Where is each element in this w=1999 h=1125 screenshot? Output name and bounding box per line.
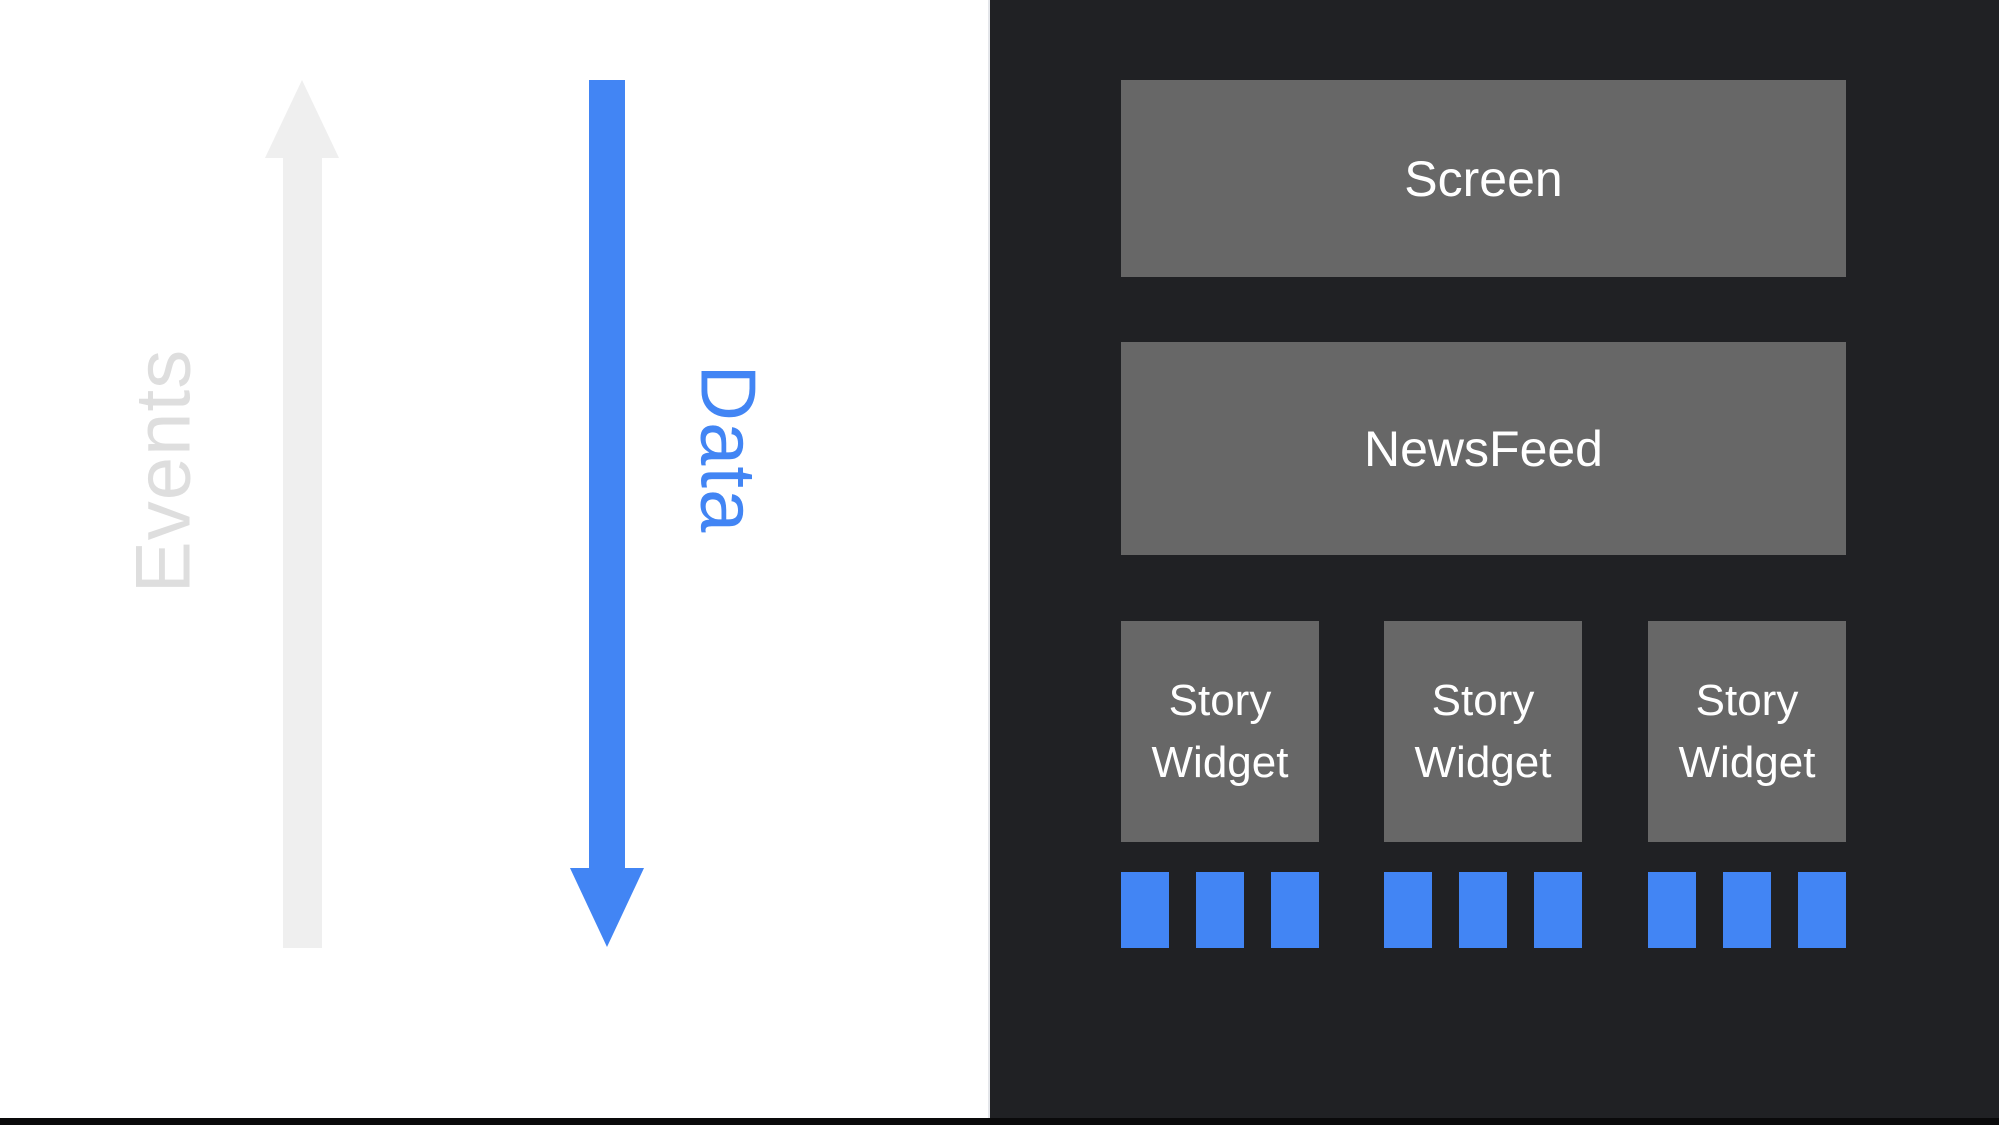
data-square: [1534, 872, 1582, 948]
widget-tree-panel: Screen NewsFeed Story Widget Story Widge…: [990, 0, 1999, 1125]
up-arrow-shaft: [283, 156, 322, 948]
story-data-squares-3: [1648, 872, 1846, 948]
data-square: [1121, 872, 1169, 948]
data-square: [1459, 872, 1507, 948]
story-widget-label: Story Widget: [1678, 675, 1816, 787]
story-widget-box-1: Story Widget: [1121, 621, 1319, 842]
story-widget-box-2: Story Widget: [1384, 621, 1582, 842]
story-data-squares-2: [1384, 872, 1582, 948]
data-square: [1271, 872, 1319, 948]
data-square: [1798, 872, 1846, 948]
events-label: Events: [118, 348, 207, 594]
data-label: Data: [684, 364, 773, 534]
story-widget-label: Story Widget: [1151, 675, 1289, 787]
data-square: [1723, 872, 1771, 948]
up-arrow-head-icon: [265, 80, 339, 158]
data-square: [1384, 872, 1432, 948]
screen-box: Screen: [1121, 80, 1846, 277]
down-arrow-head-icon: [570, 868, 644, 947]
panel-divider: [988, 0, 990, 1125]
data-square: [1648, 872, 1696, 948]
story-data-squares-1: [1121, 872, 1319, 948]
newsfeed-box-label: NewsFeed: [1364, 420, 1603, 477]
newsfeed-box: NewsFeed: [1121, 342, 1846, 555]
story-widget-label: Story Widget: [1414, 675, 1552, 787]
down-arrow-shaft: [589, 80, 625, 869]
events-data-flow-panel: Events Data: [0, 0, 990, 1125]
data-square: [1196, 872, 1244, 948]
screen-box-label: Screen: [1404, 150, 1563, 207]
story-widget-box-3: Story Widget: [1648, 621, 1846, 842]
bottom-border: [0, 1118, 1999, 1125]
